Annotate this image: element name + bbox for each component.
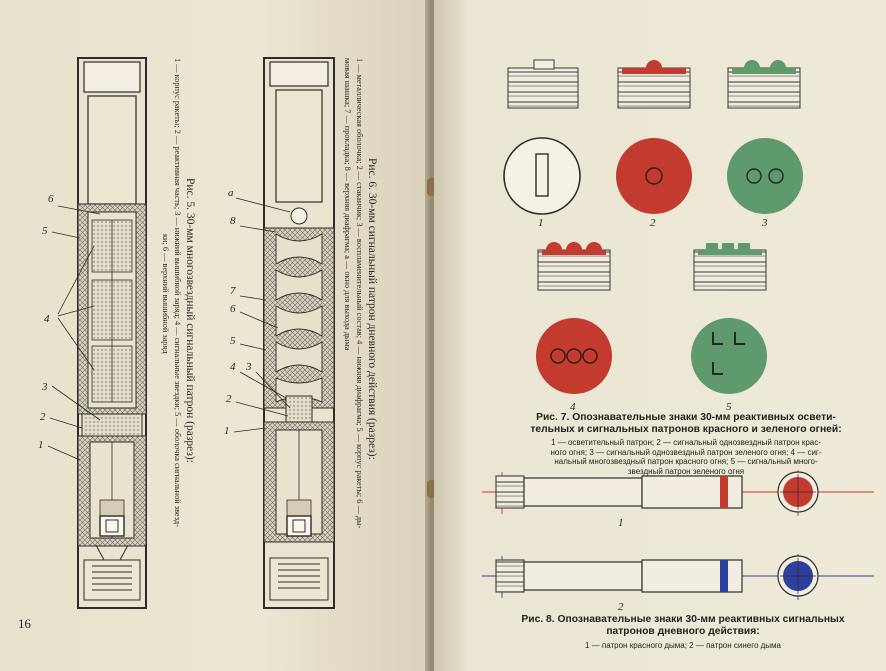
fig8-caption-title-line1: Рис. 8. Опознавательные знаки 30-мм реак…	[521, 614, 845, 625]
fig5-leader-lines	[47, 205, 101, 461]
fig6-label-5: 5	[230, 335, 236, 347]
fig7-disk-1	[503, 137, 581, 215]
fig7-label-2: 2	[650, 217, 656, 229]
fig7-caption-title-line1: Рис. 7. Опознавательные знаки 30-мм реак…	[536, 412, 836, 423]
fig5-label-2: 2	[40, 411, 46, 423]
fig7-disk-5	[691, 318, 767, 394]
fig6-label-6: 6	[230, 303, 236, 315]
fig7-cap-2	[617, 60, 691, 109]
fig7-caption-title: Рис. 7. Опознавательные знаки 30-мм реак…	[496, 412, 876, 436]
fig8-cartridge-2	[482, 554, 874, 600]
page-number: 16	[18, 616, 31, 631]
fig6-leader-lines	[233, 197, 291, 433]
left-page: 6 5 4 3 2 1	[0, 0, 430, 671]
fig5-label-3: 3	[41, 381, 48, 393]
fig7-caption-title-line2: тельных и сигнальных патронов красного и…	[530, 424, 842, 435]
fig7-label-4: 4	[570, 401, 576, 413]
fig7-cap-3	[727, 60, 801, 109]
fig8-legend-line1: 1 — патрон красного дыма; 2 — патрон син…	[584, 641, 781, 650]
fig5-label-4: 4	[44, 313, 50, 325]
fig5-fig6-drawings: 6 5 4 3 2 1	[38, 57, 335, 609]
fig7-fig8-drawings: 1 2 3	[482, 59, 874, 613]
fig7-disk-3	[727, 138, 803, 214]
fig7-label-3: 3	[761, 217, 768, 229]
staple-top	[427, 178, 437, 196]
fig5-label-5: 5	[42, 225, 48, 237]
fig5-caption-title: Рис. 5. 30-мм многозвездный сигнальный п…	[184, 178, 196, 463]
fig7-label-1: 1	[538, 217, 544, 229]
staple-bottom	[427, 480, 437, 498]
fig6-label-a: а	[228, 187, 234, 199]
fig6-label-1: 1	[224, 425, 230, 437]
fig7-disk-2	[616, 138, 692, 214]
fig7-legend-line4: звездный патрон зеленого огня	[627, 466, 745, 476]
fig7-cap-1	[507, 59, 579, 109]
fig5-cartridge	[77, 57, 147, 609]
fig8-cartridge-1	[482, 470, 874, 516]
fig7-legend-line3: нальный многозвездный патрон красного ог…	[554, 457, 818, 467]
fig6-label-3: 3	[245, 361, 252, 373]
fig6-caption-title: Рис. 6. 30-мм сигнальный патрон дневного…	[366, 158, 378, 460]
right-page: 1 2 3	[434, 0, 886, 671]
fig8-caption-title: Рис. 8. Опознавательные знаки 30-мм реак…	[486, 614, 880, 638]
fig8-label-1: 1	[618, 517, 624, 529]
fig7-cap-4	[537, 242, 611, 291]
fig7-disk-4	[536, 318, 612, 394]
fig7-legend: 1 — осветительный патрон; 2 — сигнальный…	[500, 438, 872, 476]
fig6-label-2: 2	[226, 393, 232, 405]
fig6-legend-line2: мовая шашка; 7 — прокладка; 8 — верхняя …	[343, 58, 352, 351]
fig6-cartridge	[263, 57, 335, 609]
fig5-legend-line1: 1 — корпус ракеты; 2 — реактивная часть;…	[173, 58, 182, 527]
fig7-legend-line2: ного огня; 3 — сигнальный однозвездный п…	[550, 447, 822, 457]
fig8-label-2: 2	[618, 601, 624, 613]
fig5-label-6: 6	[48, 193, 54, 205]
fig7-cap-5	[693, 243, 767, 291]
fig6-legend-line1: 1 — металлическая оболочка; 2 — стаканчи…	[355, 58, 364, 529]
fig7-legend-line1: 1 — осветительный патрон; 2 — сигнальный…	[551, 438, 821, 447]
fig5-label-1: 1	[38, 439, 44, 451]
fig8-legend: 1 — патрон красного дыма; 2 — патрон син…	[486, 641, 880, 651]
fig6-label-7: 7	[230, 285, 236, 297]
fig6-label-4: 4	[230, 361, 236, 373]
fig6-label-8: 8	[230, 215, 236, 227]
fig5-legend-line2: ки; 6 — верхний вышибной заряд	[161, 234, 170, 354]
fig8-caption-title-line2: патронов дневного действия:	[606, 626, 760, 637]
fig7-label-5: 5	[726, 401, 732, 413]
